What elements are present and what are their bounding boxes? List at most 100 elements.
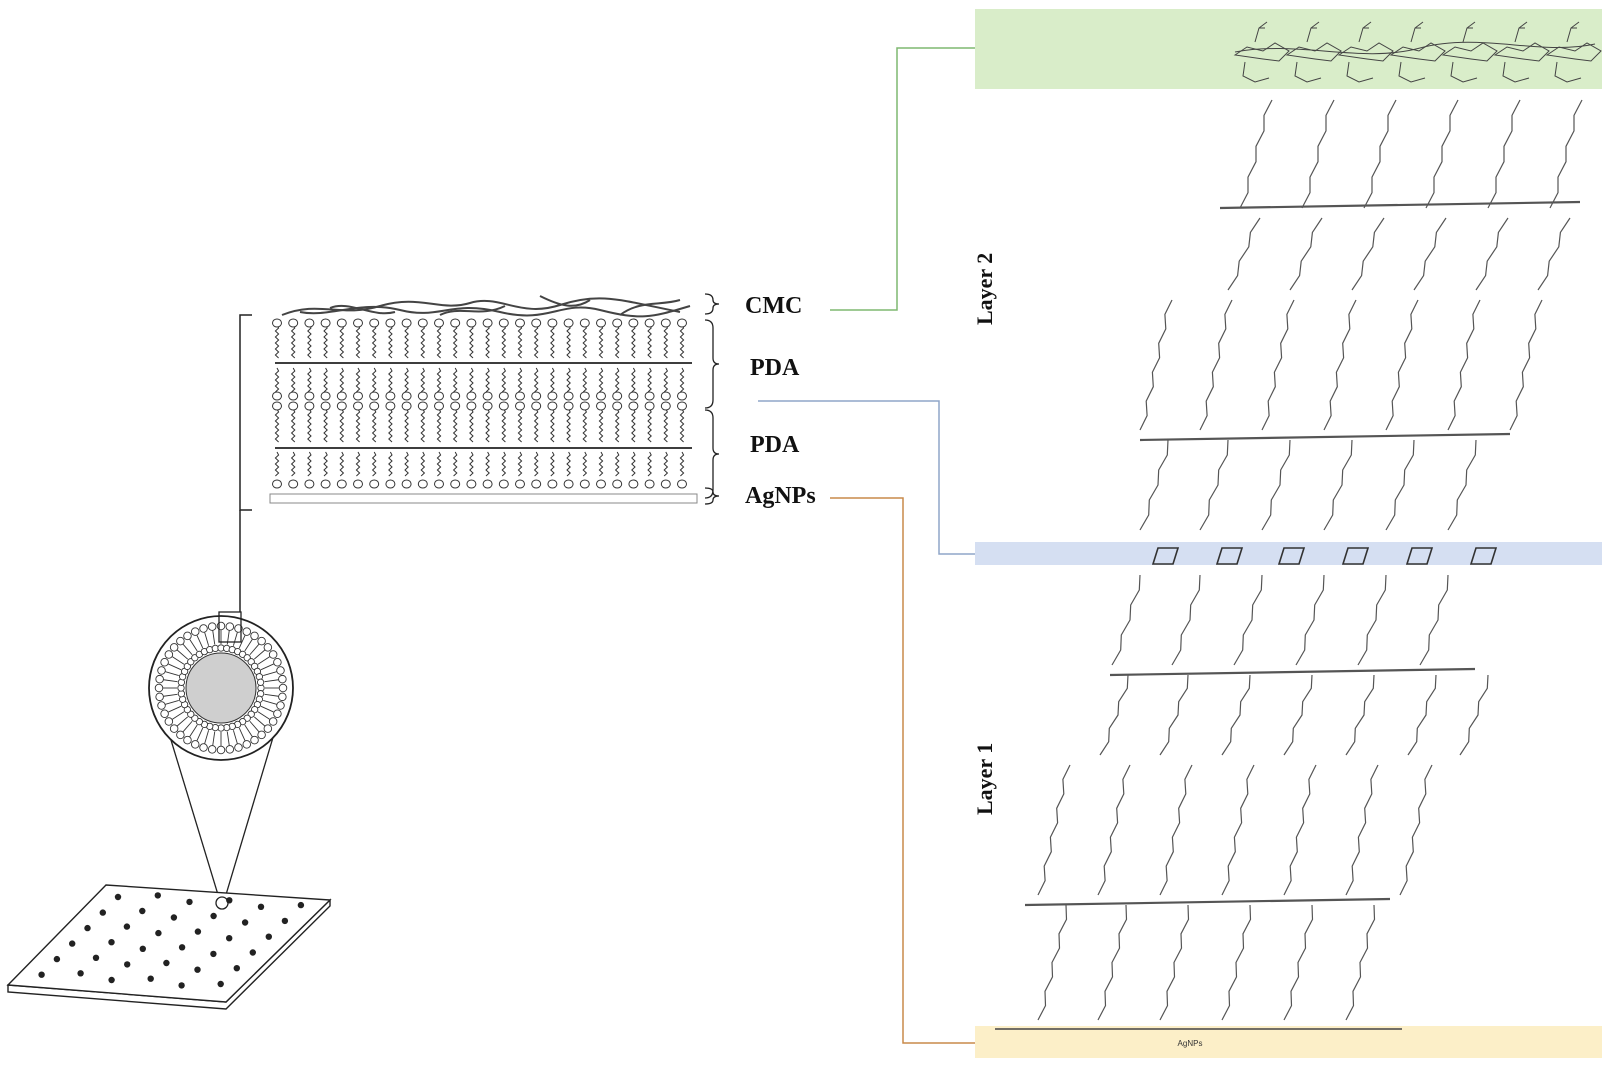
lipid-tail — [436, 451, 442, 477]
alkyl-chain — [1323, 439, 1353, 531]
cmc-connector — [830, 47, 975, 311]
lipid-head — [353, 391, 363, 401]
alkyl-chain — [1487, 99, 1521, 209]
alkyl-chain — [1261, 299, 1295, 431]
lipid-head — [353, 318, 363, 328]
agnps-band — [975, 1026, 1602, 1058]
vesicle-tail — [232, 730, 238, 744]
substrate-dot — [186, 898, 193, 906]
cmc-side-group — [1306, 21, 1320, 43]
agnps-connector — [830, 497, 975, 1044]
vesicle-tail — [212, 630, 216, 645]
lipid-head — [612, 401, 623, 411]
cmc-side-group — [1254, 21, 1268, 43]
lipid-head — [369, 391, 380, 401]
vesicle-tail — [260, 663, 274, 671]
agnps-brace — [704, 487, 720, 505]
agnps-label: AgNPs — [745, 483, 816, 509]
cmc-side-group — [1462, 21, 1476, 43]
lipid-tail — [339, 451, 345, 477]
lipid-head — [644, 391, 655, 401]
lipid-tail — [323, 324, 328, 359]
alkyl-chain — [1537, 217, 1571, 291]
alkyl-chain — [1475, 217, 1509, 291]
vesicle-outer-head — [199, 624, 208, 633]
polydiacetylene-backbone — [1024, 897, 1391, 907]
lipid-tail — [582, 367, 588, 393]
lipid-head — [515, 479, 525, 489]
lipid-tail — [517, 367, 523, 393]
substrate-dot — [210, 950, 217, 958]
vesicle-outer-head — [155, 674, 164, 684]
vesicle-outer-head — [183, 631, 192, 641]
vesicle-outer-head — [155, 692, 164, 702]
lipid-head — [434, 391, 444, 401]
vesicle-tail — [257, 656, 271, 665]
pda-band — [975, 542, 1602, 565]
lipid-tail — [452, 367, 458, 393]
lipid-tail — [371, 324, 377, 359]
lipid-head — [579, 479, 590, 489]
molecular-structure — [1024, 99, 1583, 1021]
cmc-label: CMC — [745, 293, 802, 319]
cmc-backbone — [1234, 41, 1596, 55]
lipid-tail — [663, 408, 669, 443]
sensor-substrate — [6, 884, 332, 1010]
lipid-tail — [404, 451, 409, 477]
lipid-head — [547, 479, 558, 489]
lipid-tail — [582, 408, 588, 443]
vesicle-outer-head — [169, 724, 179, 733]
lipid-tail — [517, 408, 523, 443]
lipid-head — [450, 479, 461, 489]
lipid-tail — [404, 324, 409, 359]
bilayer-schematic: CMC PDA PDA AgNPs — [239, 293, 816, 612]
alkyl-chain — [1233, 574, 1263, 666]
lipid-head — [450, 401, 461, 411]
cmc-brace — [704, 293, 720, 315]
lipid-tail — [647, 451, 652, 477]
alkyl-chain — [1549, 99, 1583, 209]
lipid-tail — [339, 324, 345, 359]
lipid-head — [677, 479, 687, 489]
alkyl-chain — [1425, 99, 1459, 209]
lipid-tail — [517, 324, 523, 359]
lipid-tail — [501, 324, 507, 359]
vesicle-tail — [204, 632, 210, 646]
lipid-tail — [598, 451, 604, 477]
vesicle-outer-head — [154, 683, 164, 693]
cmc-glucose-ring — [1441, 42, 1498, 62]
vesicle-outer-head — [278, 674, 287, 684]
vesicle-core — [185, 652, 257, 724]
lipid-tail — [290, 367, 296, 393]
vesicle-outer-head — [250, 631, 259, 641]
pda-bottom-brace — [704, 409, 720, 499]
lipid-tail — [452, 408, 458, 443]
lipid-head — [304, 318, 315, 328]
lipid-head — [579, 401, 590, 411]
alkyl-chain — [1199, 299, 1233, 431]
lipid-head — [482, 318, 493, 328]
lipid-head — [563, 401, 574, 411]
alkyl-chain — [1301, 99, 1335, 209]
substrate-dot — [155, 929, 162, 937]
substrate-dot — [108, 976, 115, 984]
lipid-tail — [533, 367, 539, 393]
lipid-tail — [307, 324, 312, 359]
lipid-head — [272, 391, 282, 401]
lipid-tail — [469, 367, 474, 393]
lipid-tail — [323, 367, 328, 393]
vesicle-tail — [264, 679, 279, 683]
lipid-head — [482, 401, 493, 411]
lipid-tail — [485, 324, 490, 359]
alkyl-chain — [1407, 674, 1437, 756]
vesicle-tail — [182, 720, 193, 733]
agnps-band-label: AgNPs — [1178, 1039, 1203, 1048]
alkyl-chain — [1221, 764, 1255, 896]
cmc-linker — [1398, 61, 1426, 83]
pda-top-brace — [704, 319, 720, 409]
lipid-tail — [566, 451, 571, 477]
lipid-tail — [550, 324, 555, 359]
vesicle-outer-head — [160, 657, 169, 667]
substrate-dot — [124, 961, 131, 968]
alkyl-chain — [1221, 904, 1252, 1021]
